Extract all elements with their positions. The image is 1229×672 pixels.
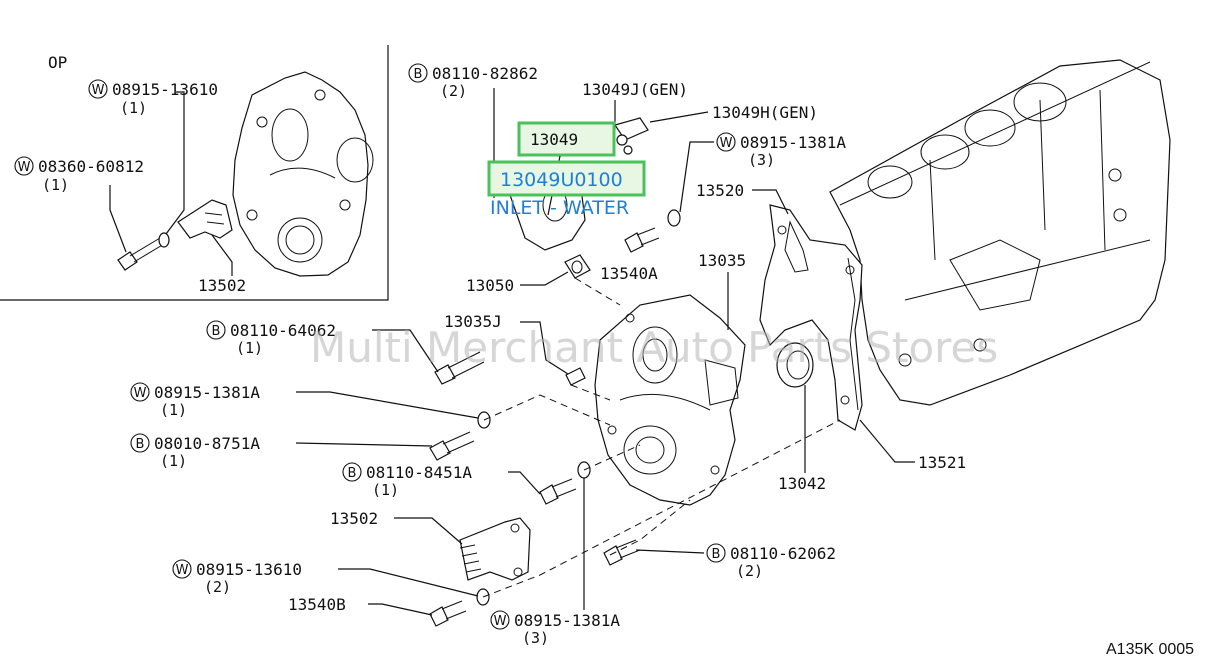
svg-text:W: W bbox=[18, 160, 31, 175]
bolt-badge-icon bbox=[408, 63, 428, 83]
callout-13050: 13050 bbox=[466, 271, 569, 295]
svg-text:B: B bbox=[136, 437, 145, 452]
callout-13540a: 13540A bbox=[600, 264, 658, 283]
part-label: 13049J(GEN) bbox=[582, 80, 688, 99]
inset-bracket-13502: 13502 bbox=[198, 234, 246, 295]
part-label: 08110-8451A bbox=[366, 463, 472, 482]
part-qty: (2) bbox=[736, 562, 763, 580]
svg-text:B: B bbox=[712, 547, 721, 562]
part-label: 08915-1381A bbox=[154, 383, 260, 402]
assembly-lines bbox=[482, 277, 841, 598]
washer-badge-icon bbox=[88, 79, 108, 99]
part-label: 08110-62062 bbox=[730, 544, 836, 563]
svg-text:W: W bbox=[720, 136, 733, 151]
callout-13049h: 13049H(GEN) bbox=[649, 103, 818, 123]
callout-bolt-08110-64062: B 08110-64062 (1) bbox=[206, 320, 439, 373]
part-label: 13035 bbox=[698, 251, 746, 270]
part-qty: (1) bbox=[372, 481, 399, 499]
part-label: 13035J bbox=[444, 312, 502, 331]
part-label: 08010-8751A bbox=[154, 434, 260, 453]
svg-text:B: B bbox=[348, 466, 357, 481]
callout-13521: 13521 bbox=[859, 419, 966, 472]
washer-badge-icon bbox=[130, 382, 150, 402]
svg-text:W: W bbox=[134, 386, 147, 401]
cylinder-block-illustration bbox=[829, 59, 1171, 406]
part-qty: (1) bbox=[236, 339, 263, 357]
inset-bolt-08360-60812: W 08360-60812 (1) bbox=[14, 156, 144, 253]
part-qty: (2) bbox=[440, 82, 467, 100]
part-qty: (1) bbox=[42, 176, 69, 194]
callout-bolt-08110-8451a: B 08110-8451A (1) bbox=[342, 462, 541, 499]
part-label: 13049H(GEN) bbox=[712, 103, 818, 122]
washer-badge-icon bbox=[490, 610, 510, 630]
callout-bolt-08110-62062: B 08110-62062 (2) bbox=[635, 543, 836, 580]
part-label: 13502 bbox=[330, 509, 378, 528]
bolt-badge-icon bbox=[706, 543, 726, 563]
part-label: 13502 bbox=[198, 276, 246, 295]
svg-text:W: W bbox=[494, 614, 507, 629]
part-label: 08915-1381A bbox=[740, 133, 846, 152]
inset-washer-08915-13610: W 08915-13610 (1) bbox=[88, 79, 218, 235]
part-label: 08110-64062 bbox=[230, 321, 336, 340]
callout-bracket-13502: 13502 bbox=[330, 509, 463, 545]
bolt-badge-icon bbox=[206, 320, 226, 340]
part-label: 08915-13610 bbox=[112, 80, 218, 99]
part-label: 08360-60812 bbox=[38, 157, 144, 176]
highlight-part-label[interactable]: 13049 bbox=[530, 130, 578, 149]
part-qty: (3) bbox=[748, 151, 775, 169]
part-label: 08915-1381A bbox=[514, 611, 620, 630]
oil-seal-illustration bbox=[776, 342, 814, 388]
washer-badge-icon bbox=[14, 156, 34, 176]
callout-bolt-08110-82862: B 08110-82862 (2) bbox=[408, 63, 538, 198]
callout-13035: 13035 bbox=[698, 251, 746, 330]
highlight-part-box[interactable] bbox=[517, 121, 616, 157]
part-label: 13521 bbox=[918, 453, 966, 472]
callout-washer-08915-13610-2: W 08915-13610 (2) bbox=[172, 559, 479, 597]
part-label: 13540B bbox=[288, 595, 346, 614]
inset-panel: OP W 08915-13610 (1) bbox=[0, 45, 389, 301]
callout-bolt-08010-8751a: B 08010-8751A (1) bbox=[130, 433, 433, 470]
part-qty: (1) bbox=[160, 452, 187, 470]
highlight-overlay[interactable]: 13049 13049U0100 INLET - WATER bbox=[487, 121, 646, 219]
highlight-description: INLET - WATER bbox=[490, 197, 629, 219]
bolt-badge-icon bbox=[342, 462, 362, 482]
part-label: 13042 bbox=[778, 474, 826, 493]
rear-plate-illustration bbox=[759, 204, 863, 431]
part-label: 08110-82862 bbox=[432, 64, 538, 83]
svg-text:W: W bbox=[92, 83, 105, 98]
inset-title: OP bbox=[48, 53, 67, 72]
inset-front-cover-illustration bbox=[117, 71, 374, 277]
callout-13520: 13520 bbox=[696, 181, 789, 215]
washer-badge-icon bbox=[716, 132, 736, 152]
part-label: 13050 bbox=[466, 276, 514, 295]
part-label: 13520 bbox=[696, 181, 744, 200]
part-label: 08915-13610 bbox=[196, 560, 302, 579]
svg-text:B: B bbox=[414, 67, 423, 82]
callout-13035j: 13035J bbox=[444, 312, 569, 375]
highlight-part-number[interactable]: 13049U0100 bbox=[500, 169, 623, 191]
highlight-part-number-box[interactable] bbox=[487, 160, 646, 197]
part-qty: (1) bbox=[160, 401, 187, 419]
callout-13540b: 13540B bbox=[288, 595, 433, 616]
part-qty: (2) bbox=[204, 578, 231, 596]
front-cover-illustration bbox=[594, 294, 746, 506]
callout-13042: 13042 bbox=[778, 385, 826, 493]
watermark-text: Multi Merchant Auto Parts Stores bbox=[310, 323, 998, 372]
part-label: 13540A bbox=[600, 264, 658, 283]
callout-washer-08915-1381a-1: W 08915-1381A (1) bbox=[130, 382, 479, 419]
svg-text:W: W bbox=[176, 563, 189, 578]
small-parts-illustration bbox=[429, 209, 681, 627]
bolt-badge-icon bbox=[130, 433, 150, 453]
callout-washer-08915-1381a-bottom: W 08915-1381A (3) bbox=[490, 478, 620, 647]
callout-washer-08915-1381a-3: W 08915-1381A (3) bbox=[679, 132, 846, 213]
washer-badge-icon bbox=[172, 559, 192, 579]
svg-text:B: B bbox=[212, 324, 221, 339]
part-qty: (3) bbox=[522, 629, 549, 647]
part-qty: (1) bbox=[120, 99, 147, 117]
diagram-code: A135K 0005 bbox=[1106, 641, 1194, 658]
